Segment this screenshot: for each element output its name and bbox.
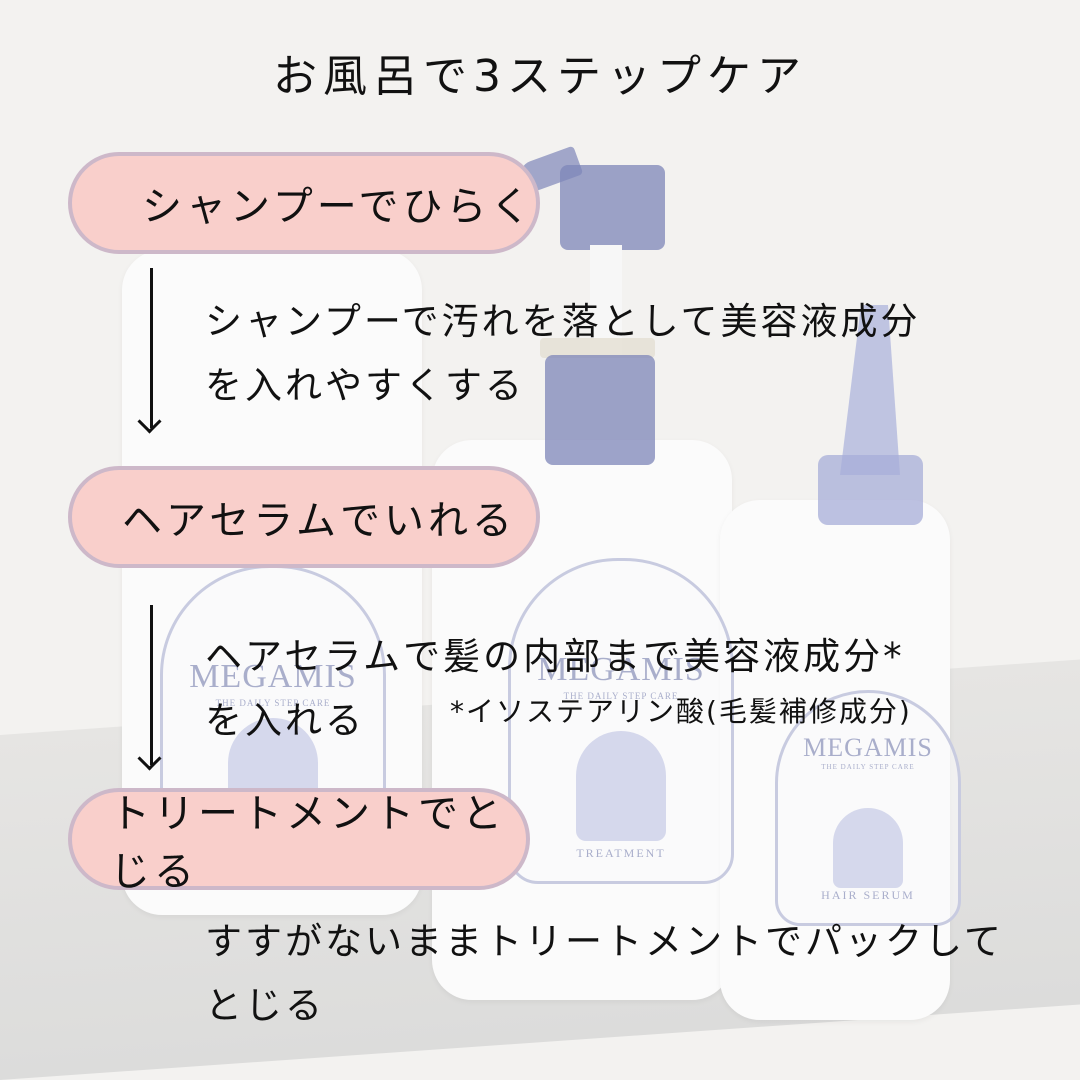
step-1-description: シャンプーで汚れを落として美容液成分 を入れやすくする: [205, 290, 1025, 418]
serum-cap: [818, 455, 923, 525]
product-label-treatment: MEGAMIS THE DAILY STEP CARE TREATMENT: [508, 558, 734, 884]
page-title: お風呂で3ステップケア: [273, 51, 807, 102]
ingredient-footnote: *イソステアリン酸(毛髪補修成分): [450, 695, 912, 728]
step-1-heading: シャンプーでひらく: [68, 152, 540, 254]
goddess-illustration: [576, 731, 666, 841]
brand-name: MEGAMIS: [803, 733, 933, 762]
step-3-description: すすがないままトリートメントでパックして とじる: [205, 910, 1025, 1038]
pump-neck: [590, 245, 622, 355]
down-arrow-icon: [150, 268, 153, 428]
step-2-heading-text: ヘアセラムでいれる: [122, 498, 516, 544]
brand-name: MEGAMIS: [537, 651, 705, 688]
pump-collar: [545, 355, 655, 465]
step-1-description-line-2: を入れやすくする: [205, 364, 525, 407]
step-2-heading: ヘアセラムでいれる: [68, 466, 540, 568]
brand-tagline: THE DAILY STEP CARE: [821, 763, 915, 771]
step-2-description-line-2: を入れる: [205, 699, 365, 742]
step-3-description-line-2: とじる: [205, 984, 325, 1027]
pump-head: [560, 165, 665, 250]
step-3-heading: トリートメントでとじる: [68, 788, 530, 895]
step-3-description-line-1: すすがないままトリートメントでパックして: [205, 920, 1004, 963]
step-2-description-line-1: ヘアセラムで髪の内部まで美容液成分*: [205, 635, 905, 678]
step-1-description-line-1: シャンプーで汚れを落として美容液成分: [205, 300, 921, 343]
down-arrow-icon: [150, 605, 153, 765]
pump-ring: [540, 338, 655, 358]
step-1-heading-text: シャンプーでひらく: [142, 184, 535, 230]
brand-name: MEGAMIS: [189, 658, 357, 695]
product-label-serum: MEGAMIS THE DAILY STEP CARE HAIR SERUM: [775, 690, 961, 926]
step-3-heading-text: トリートメントでとじる: [110, 791, 506, 895]
brand-tagline: THE DAILY STEP CARE: [563, 691, 679, 701]
goddess-illustration: [833, 808, 903, 888]
product-type: TREATMENT: [576, 846, 666, 860]
brand-tagline: THE DAILY STEP CARE: [215, 698, 331, 708]
step-2-description: ヘアセラムで髪の内部まで美容液成分* を入れる: [205, 625, 1035, 753]
product-type: HAIR SERUM: [821, 888, 915, 902]
